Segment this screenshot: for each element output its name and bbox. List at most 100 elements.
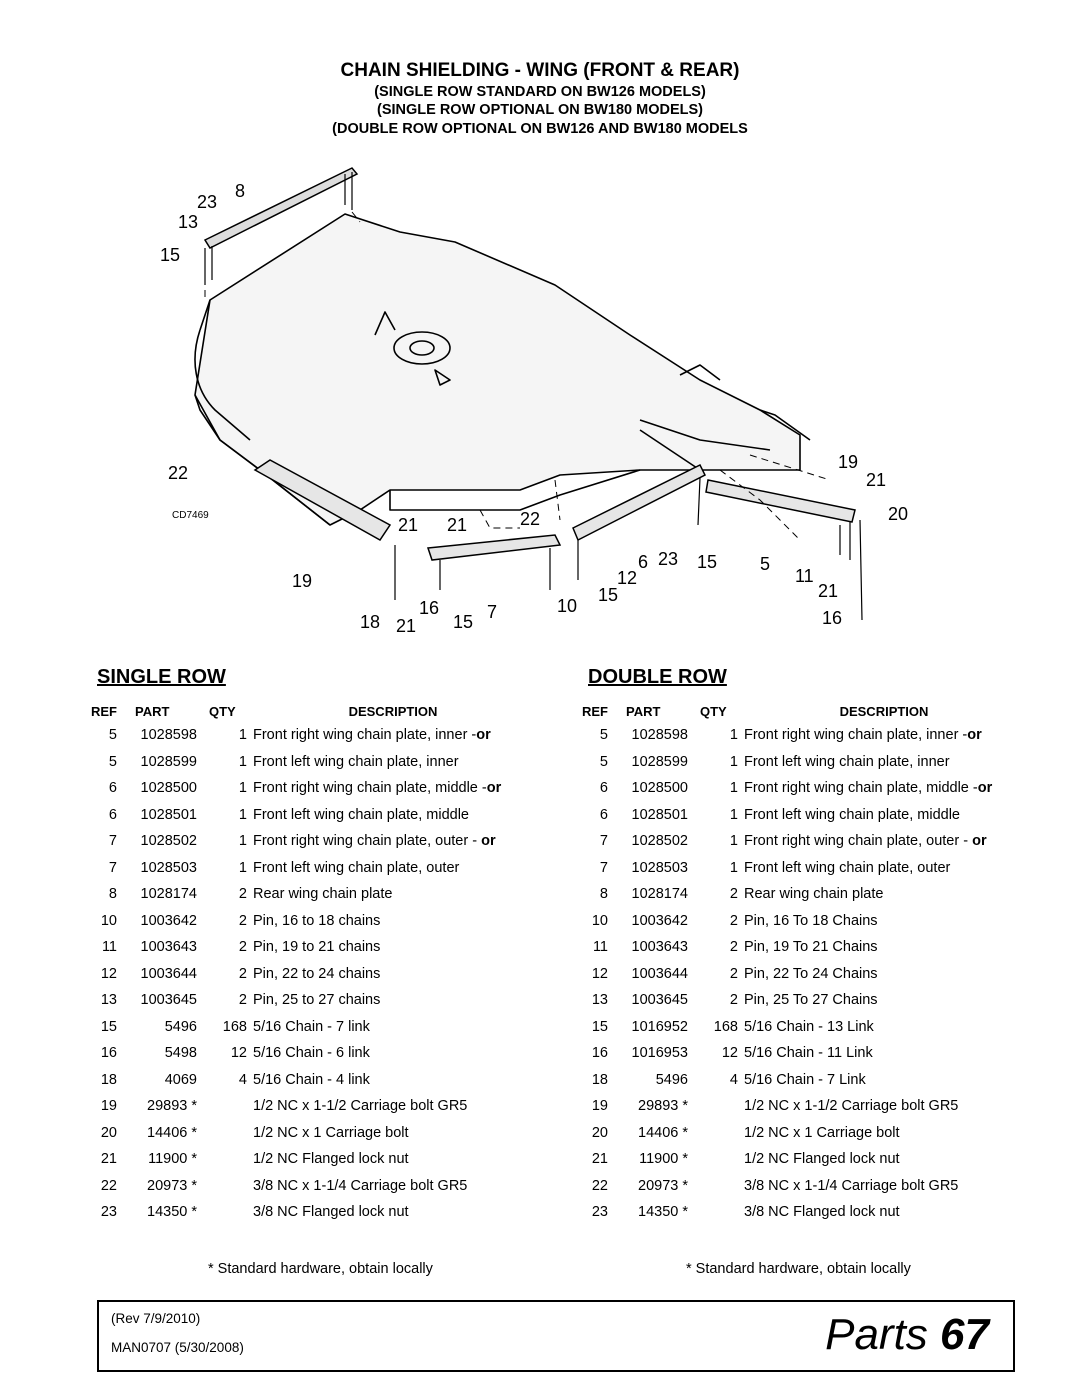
description-cell: Rear wing chain plate <box>744 881 1024 908</box>
description-cell: Pin, 19 To 21 Chains <box>744 934 1024 961</box>
description-cell-text: Front right wing chain plate, middle - <box>253 780 487 797</box>
ref-cell-text: 6 <box>599 780 608 797</box>
ref-cell: 11 <box>578 934 618 961</box>
part-number-cell-text: 1028503 <box>140 859 197 876</box>
page-title: CHAIN SHIELDING - WING (FRONT & REAR) <box>340 60 740 81</box>
description-cell-text: 1/2 NC Flanged lock nut <box>744 1151 900 1168</box>
part-number-cell-text: 1003644 <box>631 965 688 982</box>
callout-20: 20 <box>888 504 908 524</box>
part-number-cell-text: 1016952 <box>631 1018 688 1035</box>
description-cell-text: Front left wing chain plate, outer <box>253 859 460 876</box>
description-cell: Pin, 25 to 27 chains <box>253 987 533 1014</box>
qty-cell <box>688 1199 744 1226</box>
callout-21: 21 <box>396 616 416 636</box>
description-cell: 1/2 NC x 1-1/2 Carriage bolt GR5 <box>744 1093 1024 1120</box>
qty-cell <box>197 1173 253 1200</box>
description-cell: Front right wing chain plate, inner -or <box>744 722 1024 749</box>
qty-cell-text: 2 <box>729 912 738 929</box>
description-cell-text: Front right wing chain plate, outer - <box>744 833 973 850</box>
or-marker: or <box>967 727 982 744</box>
qty-cell-text: 2 <box>238 912 247 929</box>
qty-cell: 2 <box>197 881 253 908</box>
description-cell-text: Pin, 16 to 18 chains <box>253 912 381 929</box>
ref-cell: 8 <box>578 881 618 908</box>
qty-cell-text: 1 <box>729 727 738 744</box>
description-cell-text: Front left wing chain plate, middle <box>253 806 469 823</box>
ref-cell: 22 <box>87 1173 127 1200</box>
single-row-footnote: * Standard hardware, obtain locally <box>208 1261 433 1277</box>
part-number-cell-text: 20973 * <box>147 1177 197 1194</box>
callout-23: 23 <box>197 192 217 212</box>
ref-cell: 19 <box>87 1093 127 1120</box>
part-number-cell: 1028598 <box>618 722 688 749</box>
ref-cell: 11 <box>87 934 127 961</box>
qty-cell-text: 1 <box>238 753 247 770</box>
description-cell-text: Pin, 19 to 21 chains <box>253 939 381 956</box>
part-number-cell: 29893 * <box>127 1093 197 1120</box>
qty-cell: 168 <box>688 1014 744 1041</box>
part-number-cell: 4069 <box>127 1067 197 1094</box>
part-number-cell-text: 20973 * <box>638 1177 688 1194</box>
part-number-cell-text: 5498 <box>164 1045 197 1062</box>
part-number-cell-text: 29893 * <box>147 1098 197 1115</box>
part-number-cell: 14350 * <box>618 1199 688 1226</box>
callout-7: 7 <box>487 602 497 622</box>
callout-15: 15 <box>160 245 180 265</box>
ref-cell: 18 <box>578 1067 618 1094</box>
description-cell: Front left wing chain plate, middle <box>744 802 1024 829</box>
part-number-cell: 1028500 <box>127 775 197 802</box>
description-cell: Front right wing chain plate, middle -or <box>253 775 533 802</box>
qty-cell: 1 <box>197 802 253 829</box>
description-cell-text: 5/16 Chain - 11 Link <box>744 1045 873 1062</box>
front-chain-plate-outer <box>426 534 562 561</box>
qty-cell: 2 <box>197 961 253 988</box>
qty-cell-text: 4 <box>238 1071 247 1088</box>
ref-cell: 23 <box>578 1199 618 1226</box>
description-cell-text: Front left wing chain plate, inner <box>253 753 459 770</box>
qty-cell-text: 12 <box>721 1045 738 1062</box>
col-ref: REF <box>91 703 117 719</box>
description-cell: Front right wing chain plate, outer - or <box>744 828 1024 855</box>
qty-cell <box>688 1120 744 1147</box>
ref-cell-text: 16 <box>100 1045 117 1062</box>
ref-cell-text: 7 <box>108 859 117 876</box>
ref-cell-text: 18 <box>100 1071 117 1088</box>
or-marker: or <box>476 727 491 744</box>
or-marker: or <box>977 780 993 797</box>
qty-cell: 1 <box>688 749 744 776</box>
part-number-cell: 1028503 <box>618 855 688 882</box>
qty-cell: 1 <box>197 722 253 749</box>
part-number-cell-text: 1028599 <box>631 753 688 770</box>
part-number-cell-text: 1003643 <box>631 939 688 956</box>
description-cell: 5/16 Chain - 4 link <box>253 1067 533 1094</box>
ref-cell-text: 7 <box>599 833 608 850</box>
ref-cell-text: 11 <box>592 939 608 956</box>
ref-cell: 22 <box>578 1173 618 1200</box>
description-cell: Front left wing chain plate, middle <box>253 802 533 829</box>
callout-19: 19 <box>292 571 312 591</box>
callout-21: 21 <box>818 581 838 601</box>
ref-cell-text: 5 <box>108 727 117 744</box>
ref-cell: 15 <box>87 1014 127 1041</box>
description-cell: Pin, 22 to 24 chains <box>253 961 533 988</box>
description-cell: Front left wing chain plate, outer <box>744 855 1024 882</box>
ref-cell: 6 <box>87 775 127 802</box>
part-number-cell: 1028503 <box>127 855 197 882</box>
page-subtitle-1: (SINGLE ROW STANDARD ON BW126 MODELS) <box>374 84 706 100</box>
callout-8: 8 <box>235 181 245 201</box>
ref-cell: 18 <box>87 1067 127 1094</box>
qty-cell-text: 2 <box>238 965 247 982</box>
ref-cell-text: 12 <box>100 965 117 982</box>
deck-skirt <box>194 394 331 526</box>
description-cell: Front right wing chain plate, middle -or <box>744 775 1024 802</box>
